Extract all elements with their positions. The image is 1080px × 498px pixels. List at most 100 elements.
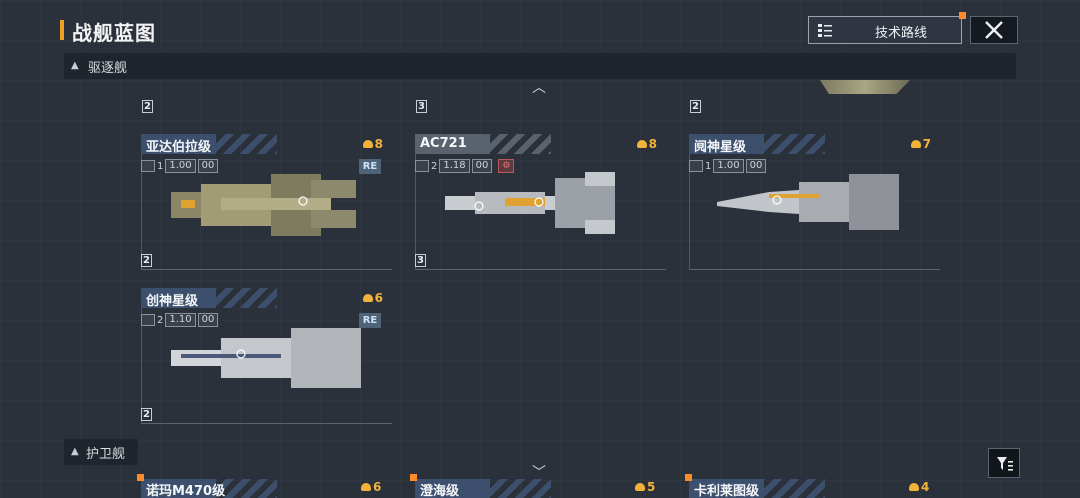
section-header-destroyers[interactable]: ▲ 驱逐舰 — [64, 53, 1016, 79]
ship-image — [445, 172, 615, 234]
card-frame — [689, 142, 940, 270]
new-dot — [685, 474, 692, 481]
partial-ship-image — [820, 80, 910, 94]
class-icon — [141, 160, 155, 172]
section-header-frigates[interactable]: ▲ 护卫舰 — [64, 439, 138, 465]
coin-icon — [635, 483, 645, 491]
class-icon — [141, 314, 155, 326]
close-button[interactable] — [970, 16, 1018, 44]
cost-value: 5 — [647, 480, 656, 494]
re-badge: RE — [359, 313, 381, 328]
ship-image — [717, 174, 899, 230]
page-title: 战舰蓝图 — [72, 21, 156, 45]
ship-name: 诺玛M470级 — [146, 484, 226, 498]
cost-value: 7 — [922, 137, 931, 151]
title-accent — [60, 20, 64, 40]
new-dot — [410, 474, 417, 481]
ship-cost: 7 — [910, 137, 931, 151]
ship-cost: 6 — [361, 480, 381, 494]
cost-value: 6 — [374, 291, 383, 305]
ship-image — [171, 174, 356, 236]
name-tag — [415, 479, 551, 498]
chevron-up-icon[interactable]: ︿ — [532, 80, 546, 96]
tier-badge: 2 — [142, 100, 153, 113]
name-tag — [689, 134, 825, 154]
ship-name: 阋神星级 — [694, 140, 747, 155]
ship-card-partial[interactable]: 诺玛M470级 — [141, 476, 277, 498]
coin-icon — [909, 483, 919, 491]
section-title: 驱逐舰 — [88, 61, 128, 76]
coin-icon — [636, 140, 647, 148]
class-icon — [415, 160, 429, 172]
coin-icon — [362, 294, 373, 302]
tech-route-button[interactable]: 技术路线 — [808, 12, 966, 44]
ship-cost: 8 — [636, 137, 657, 151]
stat-level: 2 — [157, 314, 164, 326]
stat-extra: 00 — [197, 159, 219, 173]
ship-card-eris[interactable]: 阋神星级 7 1 1.00 00 — [689, 134, 940, 270]
stat-extra: 00 — [471, 159, 493, 173]
card-frame — [415, 142, 666, 270]
ship-card-abraderla[interactable]: 亚达伯拉级 8 1 1.00 00 RE 2 — [141, 134, 392, 270]
close-icon — [985, 21, 1003, 39]
ship-name: 卡利莱图级 — [694, 484, 760, 498]
ship-name: 澄海级 — [420, 484, 460, 498]
tier-badge: 3 — [415, 254, 426, 267]
stat-multiplier: 1.18 — [439, 159, 470, 173]
card-frame — [141, 296, 392, 424]
stat-level: 1 — [705, 160, 712, 172]
ship-name: 创神星级 — [146, 294, 199, 309]
cost-value: 8 — [374, 137, 383, 151]
ship-name: 亚达伯拉级 — [146, 140, 212, 155]
filter-button[interactable] — [988, 448, 1020, 478]
tech-route-label: 技术路线 — [875, 26, 928, 41]
cost-value: 4 — [921, 480, 930, 494]
collapse-triangle-icon: ▲ — [71, 60, 79, 71]
ship-cost: 5 — [635, 480, 655, 494]
special-module-icon: ⚙ — [498, 159, 515, 173]
tier-badge: 3 — [416, 100, 427, 113]
ship-stats: 1 1.00 00 — [141, 159, 219, 173]
coin-icon — [361, 483, 371, 491]
cost-value: 6 — [373, 480, 382, 494]
chevron-down-icon[interactable]: ﹀ — [532, 465, 546, 481]
coin-icon — [910, 140, 921, 148]
ship-card-ac721[interactable]: AC721 8 2 1.18 00 ⚙ 3 — [415, 134, 666, 270]
stat-extra: 00 — [197, 313, 219, 327]
name-tag — [415, 134, 551, 154]
ship-stats: 1 1.00 00 — [689, 159, 767, 173]
ship-image — [171, 328, 361, 388]
name-tag — [141, 479, 277, 498]
tier-badge: 2 — [141, 254, 152, 267]
filter-icon — [997, 457, 1013, 471]
name-tag — [141, 134, 277, 154]
re-badge: RE — [359, 159, 381, 174]
notification-dot — [959, 12, 966, 19]
ship-stats: 2 1.18 00 ⚙ — [415, 159, 515, 173]
ship-cost: 4 — [909, 480, 929, 494]
coin-icon — [362, 140, 373, 148]
name-tag — [141, 288, 277, 308]
ship-card-partial[interactable]: 澄海级 — [415, 476, 551, 498]
ship-card-ceres[interactable]: 创神星级 6 2 1.10 00 RE 2 — [141, 288, 392, 424]
stat-level: 1 — [157, 160, 164, 172]
section-title: 护卫舰 — [86, 447, 126, 462]
ship-stats: 2 1.10 00 — [141, 313, 219, 327]
ship-cost: 8 — [362, 137, 383, 151]
tier-badge: 2 — [690, 100, 701, 113]
new-dot — [137, 474, 144, 481]
stat-level: 2 — [431, 160, 438, 172]
ship-cost: 6 — [362, 291, 383, 305]
class-icon — [689, 160, 703, 172]
name-tag — [689, 479, 825, 498]
tech-tree-icon — [818, 24, 832, 37]
stat-multiplier: 1.00 — [713, 159, 744, 173]
ship-card-partial[interactable]: 卡利莱图级 — [689, 476, 825, 498]
stat-multiplier: 1.10 — [165, 313, 196, 327]
cost-value: 8 — [648, 137, 657, 151]
ship-name: AC721 — [420, 136, 467, 151]
top-bar: 战舰蓝图 技术路线 — [0, 0, 1080, 52]
stat-multiplier: 1.00 — [165, 159, 196, 173]
tier-badge: 2 — [141, 408, 152, 421]
stat-extra: 00 — [745, 159, 767, 173]
